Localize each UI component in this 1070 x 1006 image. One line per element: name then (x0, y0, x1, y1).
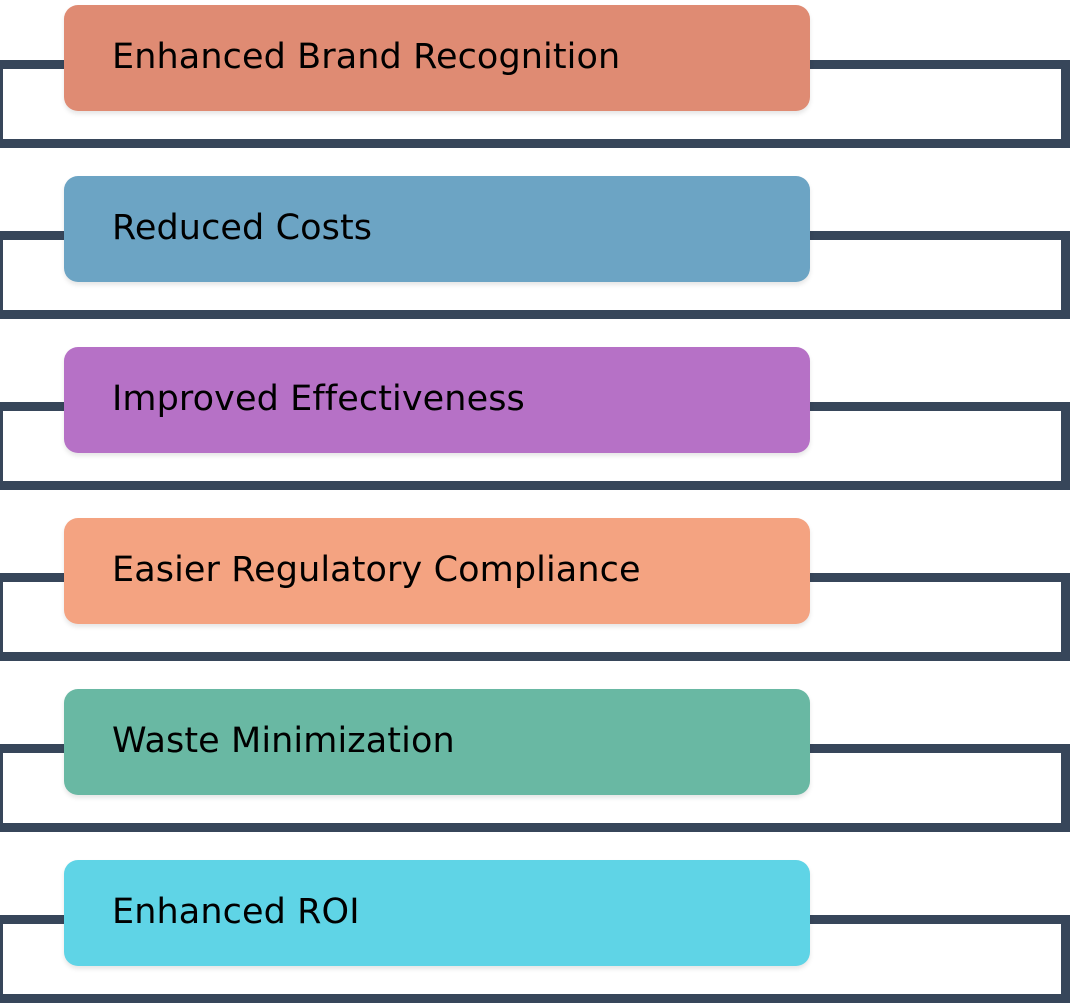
benefit-label: Easier Regulatory Compliance (112, 550, 641, 591)
benefit-item[interactable]: Enhanced Brand Recognition (64, 5, 810, 111)
benefit-item[interactable]: Reduced Costs (64, 176, 810, 282)
benefit-label: Reduced Costs (112, 208, 373, 249)
benefit-label: Waste Minimization (112, 721, 455, 762)
benefit-item[interactable]: Easier Regulatory Compliance (64, 518, 810, 624)
benefit-label: Enhanced ROI (112, 892, 360, 933)
benefit-item[interactable]: Enhanced ROI (64, 860, 810, 966)
benefit-item[interactable]: Improved Effectiveness (64, 347, 810, 453)
benefit-item[interactable]: Waste Minimization (64, 689, 810, 795)
benefit-label: Enhanced Brand Recognition (112, 37, 621, 78)
benefit-label: Improved Effectiveness (112, 379, 525, 420)
